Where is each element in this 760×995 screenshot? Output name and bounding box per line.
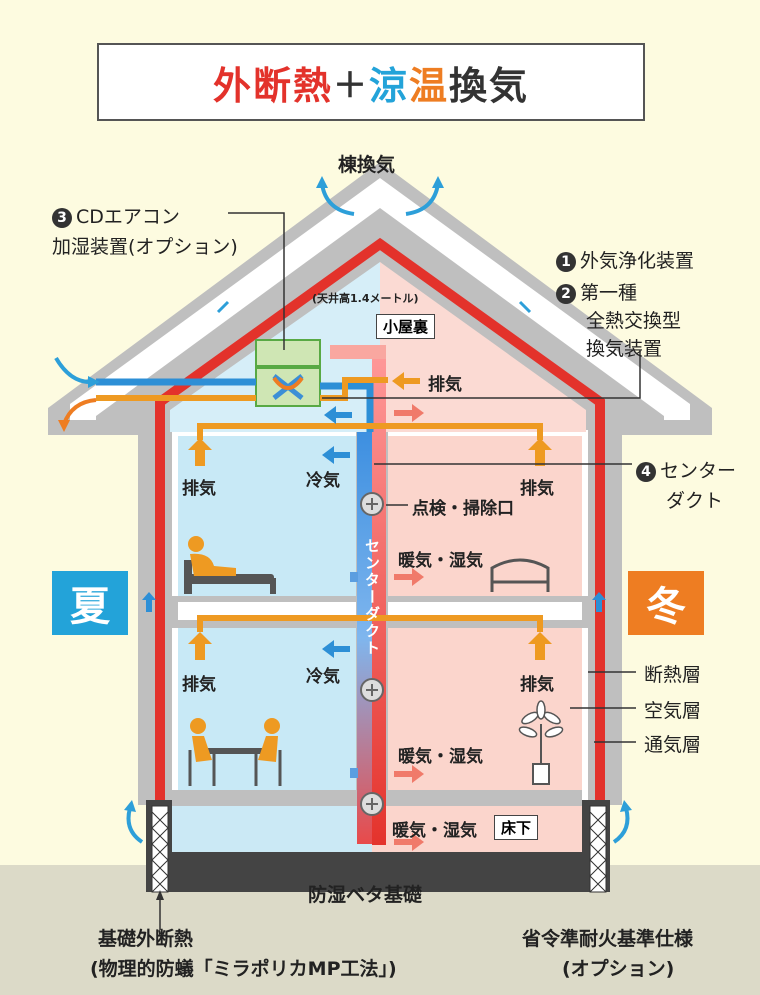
- plant-icon: [518, 700, 564, 785]
- foundation-ext-line2: (物理的防蟻「ミラポリカMP工法」): [90, 958, 397, 980]
- return-duct-2f: [197, 423, 543, 440]
- center-duct-red: [372, 345, 386, 845]
- foundation-ext-line1: 基礎外断熱: [98, 928, 194, 950]
- center-duct-line1: センター: [660, 460, 737, 482]
- foundation: [146, 800, 610, 892]
- bed-icon: [184, 560, 276, 594]
- type1-line1: 第一種: [580, 282, 638, 304]
- intake-arrow: [54, 356, 91, 384]
- attic-pink: [380, 262, 586, 432]
- intake-duct: [96, 378, 374, 432]
- cd-aircon-box: [255, 339, 321, 367]
- foundation-label: 防湿ベタ基礎: [308, 884, 423, 906]
- exhaust-label-1f-left: 排気: [182, 675, 216, 695]
- inspection-label: 点検・掃除口: [412, 499, 514, 519]
- num-2: 2: [556, 284, 576, 304]
- dining-icon: [188, 718, 282, 786]
- warm-humid-label-1f: 暖気・湿気: [398, 747, 483, 767]
- floor-1f-left: [178, 628, 356, 790]
- exhaust-label-1f-right: 排気: [520, 675, 554, 695]
- exhaust-label-2f-left: 排気: [182, 479, 216, 499]
- ridge-arrow-left: [320, 183, 355, 216]
- return-duct-1f: [197, 615, 543, 632]
- leader-lines: [159, 212, 641, 930]
- num-3: 3: [52, 208, 72, 228]
- warm-humid-label-underfloor: 暖気・湿気: [392, 821, 477, 841]
- cool-air-label-1f: 冷気: [306, 667, 340, 687]
- cd-aircon-label-2: 加湿装置(オプション): [52, 236, 238, 258]
- cd-aircon-line1: CDエアコン: [76, 206, 180, 228]
- title-part2: 涼: [368, 63, 409, 108]
- floor-2f-right: [388, 436, 582, 596]
- underfloor-tag: 床下: [494, 815, 539, 840]
- type1-line3: 換気装置: [586, 338, 663, 360]
- title-part4: 換気: [449, 63, 530, 108]
- vent-arrow-right: [612, 807, 630, 844]
- center-duct-blue: [357, 432, 372, 844]
- title-plus: ＋: [332, 65, 369, 106]
- attic-duct-red: [330, 345, 386, 359]
- cool-air-label-2f: 冷気: [306, 471, 340, 491]
- summer-badge: 夏: [52, 571, 128, 635]
- ridge-vent-label: 棟換気: [338, 154, 396, 176]
- vent-arrow-left: [126, 807, 144, 844]
- num-4: 4: [636, 462, 656, 482]
- foundation-insul-right: [589, 805, 607, 893]
- fireproof-line2: (オプション): [562, 958, 675, 980]
- ceiling-height-label: (天井高1.4メートル): [312, 292, 419, 305]
- air-layer-label: 空気層: [644, 700, 702, 722]
- type1-line2: 全熱交換型: [586, 310, 682, 332]
- fireproof-line1: 省令準耐火基準仕様: [522, 928, 694, 950]
- insulation-label: 断熱層: [644, 664, 702, 686]
- title-part1: 外断熱: [212, 63, 333, 108]
- ridge-arrow-right: [405, 183, 440, 216]
- title-part3: 温: [409, 63, 450, 108]
- title-box: 外断熱 ＋ 涼 温 換気: [97, 43, 645, 121]
- purifier-text: 外気浄化装置: [580, 250, 695, 272]
- vent-layer-label: 通気層: [644, 734, 702, 756]
- exhaust-label-attic: 排気: [428, 375, 462, 395]
- bed-icon-right: [490, 558, 550, 592]
- insulation-line: [155, 237, 605, 805]
- num-1: 1: [556, 252, 576, 272]
- exhaust-label-2f-right: 排気: [520, 479, 554, 499]
- winter-badge: 冬: [628, 571, 704, 635]
- attic-tag: 小屋裏: [376, 314, 436, 339]
- center-duct-line2: ダクト: [666, 490, 724, 512]
- center-duct-vertical-text: センターダクト: [363, 538, 381, 657]
- underfloor-blue: [172, 806, 372, 852]
- warm-humid-label-2f: 暖気・湿気: [398, 551, 483, 571]
